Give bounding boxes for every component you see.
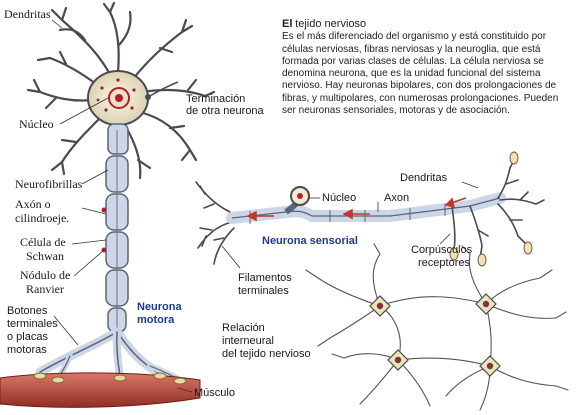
label-botones-line3: o placas xyxy=(7,331,48,343)
label-filamentos-line1: Filamentos xyxy=(238,272,292,284)
label-network-line1: Relación xyxy=(222,322,265,334)
label-nucleo-motor: Núcleo xyxy=(19,117,54,131)
intro-body: Es el más diferenciado del organismo y e… xyxy=(282,31,559,117)
label-corpusculos-line1: Corpúsculos xyxy=(411,244,473,256)
label-nucleo-sensory: Núcleo xyxy=(322,192,357,204)
label-ranvier-line2: Ranvier xyxy=(26,282,64,296)
label-ranvier-line1: Nódulo de xyxy=(20,268,71,282)
label-filamentos-line2: terminales xyxy=(238,285,289,297)
motor-dendrites xyxy=(26,1,216,180)
label-corpusculos-line2: receptores xyxy=(418,257,470,269)
label-botones-line4: motoras xyxy=(7,344,47,356)
label-musculo: Músculo xyxy=(194,387,235,399)
intro-paragraph: El tejido nervioso Es el más diferenciad… xyxy=(282,18,574,117)
label-schwann-line2: Schwan xyxy=(26,249,64,263)
network-cell-bodies xyxy=(369,293,501,377)
label-terminacion-line2: de otra neurona xyxy=(186,105,264,117)
motor-neuron xyxy=(0,1,216,408)
sensory-neuron xyxy=(195,151,545,269)
label-dendritas-motor: Dendritas xyxy=(4,7,51,21)
label-dendritas-sensory: Dendritas xyxy=(400,172,448,184)
label-network-line3: del tejido nervioso xyxy=(222,348,311,360)
label-botones-line2: terminales xyxy=(7,318,58,330)
motor-neuron-title-line1: Neurona xyxy=(137,301,182,313)
sensory-filaments xyxy=(195,181,235,265)
label-axon-line2: cilindroeje. xyxy=(15,211,70,225)
motor-leader-lines xyxy=(51,19,193,393)
signal-arrows xyxy=(246,197,467,222)
label-schwann-line1: Célula de xyxy=(20,235,66,249)
label-neurofibrillas: Neurofibrillas xyxy=(15,177,83,191)
motor-axon xyxy=(101,123,129,333)
intro-title-bold: El xyxy=(282,18,293,30)
label-botones-line1: Botones xyxy=(7,305,48,317)
label-network-line2: interneural xyxy=(222,335,274,347)
label-axon-sensory: Axon xyxy=(384,192,410,204)
sensory-fiber xyxy=(226,192,506,224)
label-terminacion-line1: Terminación xyxy=(186,93,246,105)
muscle-band xyxy=(0,372,201,408)
label-axon-line1: Axón o xyxy=(15,197,51,211)
sensory-neuron-title: Neurona sensorial xyxy=(262,235,358,247)
intro-title-rest: tejido nervioso xyxy=(295,18,367,30)
motor-neuron-title-line2: motora xyxy=(137,314,175,326)
